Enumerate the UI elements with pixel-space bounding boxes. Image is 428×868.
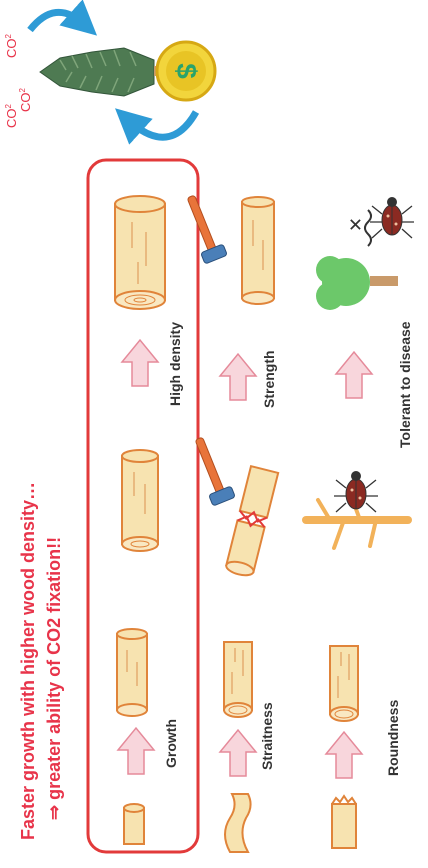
beetle-icon-1 [334,471,378,512]
label-strength: Strength [261,350,277,408]
cycle-arrow-bottom-icon [128,112,196,137]
straight-log-icon [224,642,252,717]
row-straitness-strength: Straitness Strength [187,195,278,852]
coil-icon [365,210,371,246]
splintered-log-icon [332,796,356,848]
dense-log-icon [115,196,165,309]
thin-log-icon [124,804,144,844]
tree-icon [40,48,172,96]
disease-arrow-icon [336,352,372,398]
label-high-density: High density [167,322,183,406]
growth-arrow-icon [118,728,154,774]
straitness-arrow-icon [220,730,256,776]
beetle-icon-2 [370,197,414,238]
co2-cycle-graphic: $ CO2 CO2 CO2 [4,12,215,137]
no-entry-mark: ✕ [346,217,366,232]
co2-label-left-1: CO2 [4,104,19,129]
broken-log-icon [225,466,278,578]
co2-label-top: CO2 [4,34,19,59]
label-growth: Growth [163,719,179,768]
hammer-icon-2 [187,195,227,264]
strong-log-icon [242,197,274,304]
strength-arrow-icon [220,354,256,400]
headline-line-1: Faster growth with higher wood density… [18,482,38,840]
co2-label-left-2: CO2 [18,88,33,113]
row-roundness-disease: Roundness Tolerant to disease ✕ [306,197,414,848]
round-log-icon [330,646,358,721]
grown-log-icon [117,629,147,716]
headline-line-2: ⇒ greater ability of CO2 fixation!! [44,537,64,820]
crooked-log-icon [225,794,251,852]
roundness-arrow-icon [326,732,362,778]
hammer-icon-1 [195,437,235,506]
coin-symbol: $ [171,63,202,79]
healthy-tree-icon [316,256,398,310]
cycle-arrow-top-icon [30,12,84,30]
row-growth-density: Growth High density [115,196,183,844]
label-straitness: Straitness [259,702,275,770]
label-tolerant-to-disease: Tolerant to disease [397,321,413,448]
coin-icon: $ [157,42,215,100]
density-arrow-icon [122,340,158,386]
label-roundness: Roundness [385,700,401,776]
log-before-density-icon [122,450,158,551]
